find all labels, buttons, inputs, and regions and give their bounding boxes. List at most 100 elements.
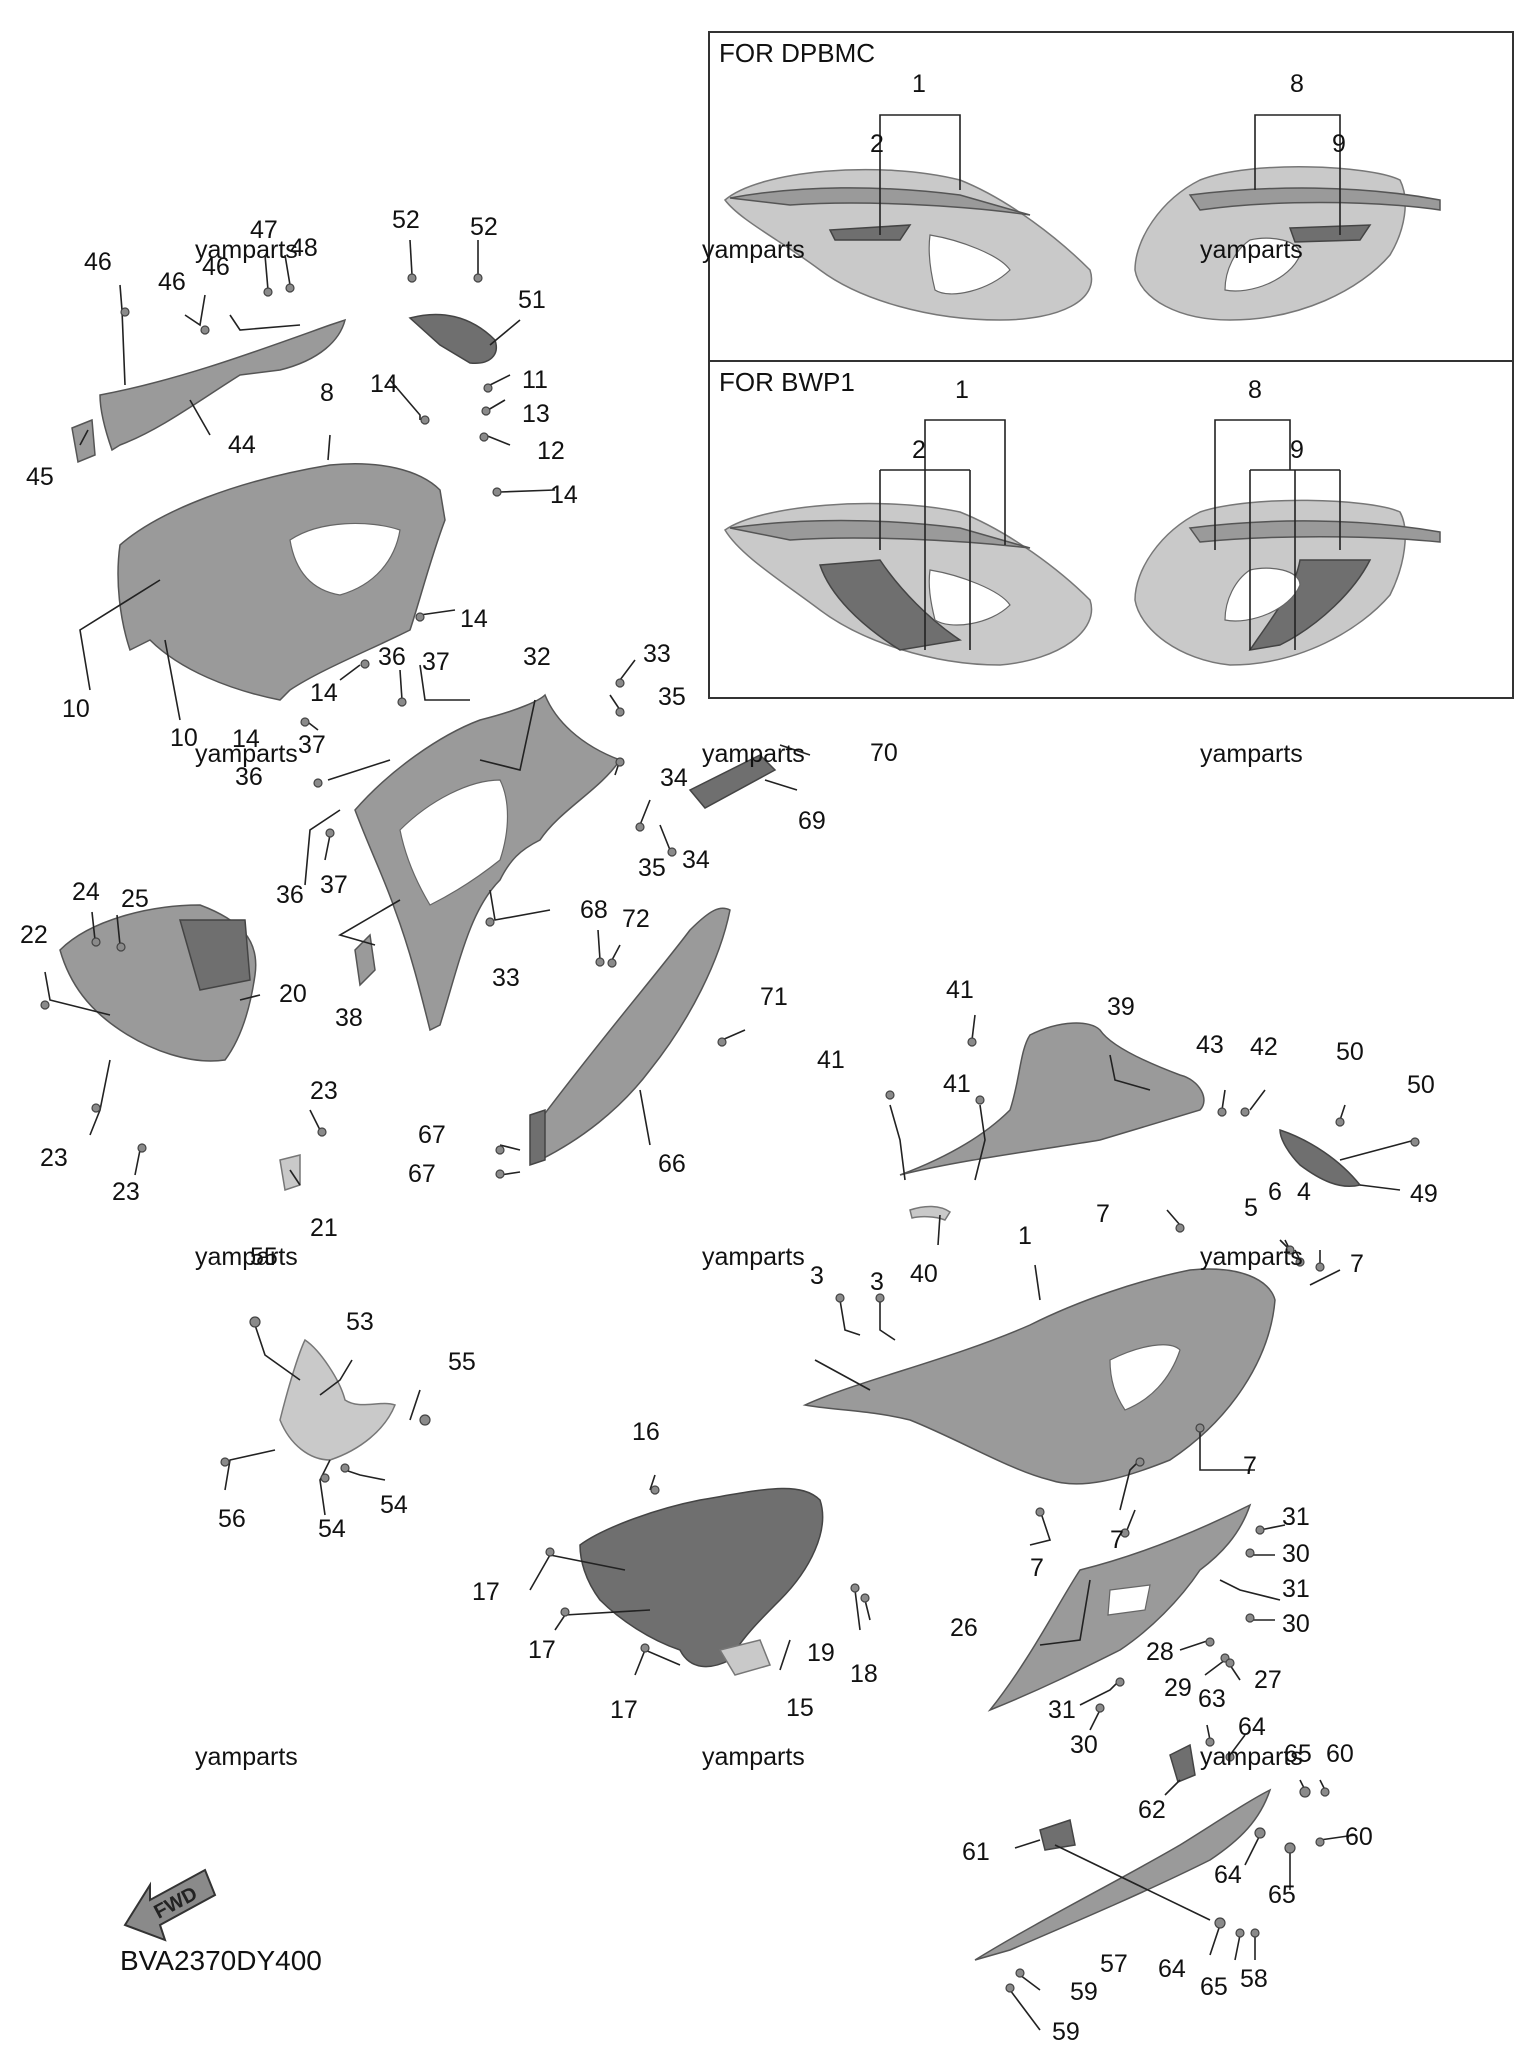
- callout-labels: 46 47 48 46 46 52 52 51 11 14 13 12 14 4…: [20, 206, 1438, 2046]
- part-66: [539, 907, 731, 1162]
- label-27: 27: [1254, 1666, 1282, 1694]
- label-34: 34: [682, 846, 710, 874]
- inset-title-dpbmc: FOR DPBMC: [719, 38, 875, 68]
- part-69: [688, 754, 777, 809]
- label-47: 47: [250, 216, 278, 244]
- label-30: 30: [1070, 1731, 1098, 1759]
- label-11: 11: [522, 366, 548, 394]
- label-64: 64: [1158, 1955, 1186, 1983]
- diagram-code: BVA2370DY400: [120, 1945, 322, 1976]
- label-21: 21: [310, 1214, 338, 1242]
- label-68: 68: [580, 896, 608, 924]
- label-52: 52: [392, 206, 420, 234]
- part-40: [909, 1205, 952, 1221]
- label-24: 24: [72, 878, 100, 906]
- watermark: yamparts: [1200, 236, 1303, 264]
- label-inset-1: 1: [912, 70, 926, 98]
- leader-lines: [44, 239, 1416, 2031]
- label-40: 40: [910, 1260, 938, 1288]
- watermark: yamparts: [702, 236, 805, 264]
- label-14: 14: [460, 605, 488, 633]
- label-48: 48: [290, 234, 318, 262]
- label-14: 14: [370, 370, 398, 398]
- part-8: [117, 462, 446, 701]
- part-15: [579, 1487, 824, 1668]
- label-25: 25: [121, 885, 149, 913]
- label-62: 62: [1138, 1796, 1166, 1824]
- label-36: 36: [378, 643, 406, 671]
- label-38: 38: [335, 1004, 363, 1032]
- label-58: 58: [1240, 1965, 1268, 1993]
- label-50: 50: [1336, 1038, 1364, 1066]
- part-57: [974, 1788, 1272, 1961]
- label-7: 7: [1096, 1200, 1110, 1228]
- label-35: 35: [638, 854, 666, 882]
- label-66: 66: [658, 1150, 686, 1178]
- label-51: 51: [518, 286, 546, 314]
- label-23: 23: [310, 1077, 338, 1105]
- label-inset-bwp1-9: 9: [1290, 436, 1304, 464]
- label-15: 15: [786, 1694, 814, 1722]
- label-46: 46: [84, 248, 112, 276]
- part-1-opening: [1109, 1344, 1181, 1411]
- label-16: 16: [632, 1418, 660, 1446]
- label-19: 19: [807, 1639, 835, 1667]
- label-55: 55: [448, 1348, 476, 1376]
- label-37: 37: [422, 648, 450, 676]
- label-60: 60: [1345, 1823, 1373, 1851]
- watermark: yamparts: [702, 740, 805, 768]
- label-52: 52: [470, 213, 498, 241]
- label-31: 31: [1282, 1575, 1310, 1603]
- label-70: 70: [870, 739, 898, 767]
- label-37: 37: [298, 731, 326, 759]
- label-22: 22: [20, 921, 48, 949]
- label-41: 41: [817, 1046, 845, 1074]
- part-8-opening: [289, 522, 401, 596]
- inset-dpbmc-right-cowl: [1134, 166, 1441, 321]
- label-12: 12: [537, 437, 565, 465]
- label-36: 36: [276, 881, 304, 909]
- label-64: 64: [1214, 1861, 1242, 1889]
- label-44: 44: [228, 431, 256, 459]
- label-10: 10: [170, 724, 198, 752]
- label-60: 60: [1326, 1740, 1354, 1768]
- label-28: 28: [1146, 1638, 1174, 1666]
- label-inset-8: 8: [1290, 70, 1304, 98]
- label-18: 18: [850, 1660, 878, 1688]
- watermark: yamparts: [702, 1743, 805, 1771]
- watermarks: yamparts yamparts yamparts yamparts yamp…: [195, 236, 1303, 1771]
- inset-panel: FOR DPBMC FOR BWP1: [708, 31, 1514, 699]
- label-37: 37: [320, 871, 348, 899]
- label-14: 14: [310, 679, 338, 707]
- label-3: 3: [870, 1268, 884, 1296]
- label-45: 45: [26, 463, 54, 491]
- label-inset-9: 9: [1332, 130, 1346, 158]
- leader-inset-8: [1254, 114, 1341, 235]
- watermark: yamparts: [195, 1743, 298, 1771]
- label-46: 46: [158, 268, 186, 296]
- label-30: 30: [1282, 1610, 1310, 1638]
- label-56: 56: [218, 1505, 246, 1533]
- part-1: [802, 1268, 1276, 1485]
- label-5: 5: [1244, 1194, 1258, 1222]
- label-13: 13: [522, 400, 550, 428]
- label-54: 54: [380, 1491, 408, 1519]
- label-14: 14: [232, 725, 260, 753]
- watermark: yamparts: [702, 1243, 805, 1271]
- label-17: 17: [528, 1636, 556, 1664]
- label-7: 7: [1243, 1452, 1257, 1480]
- part-51: [408, 313, 497, 364]
- watermark: yamparts: [195, 236, 298, 264]
- label-31: 31: [1048, 1696, 1076, 1724]
- label-65: 65: [1200, 1973, 1228, 2001]
- label-39: 39: [1107, 993, 1135, 1021]
- label-59: 59: [1070, 1978, 1098, 2006]
- watermark: yamparts: [1200, 740, 1303, 768]
- watermark: yamparts: [1200, 1743, 1303, 1771]
- part-66-edge: [529, 1108, 546, 1167]
- label-inset-bwp1-2: 2: [912, 436, 926, 464]
- main-parts: [59, 313, 1362, 1961]
- label-63: 63: [1198, 1685, 1226, 1713]
- leader-inset-1: [879, 114, 961, 235]
